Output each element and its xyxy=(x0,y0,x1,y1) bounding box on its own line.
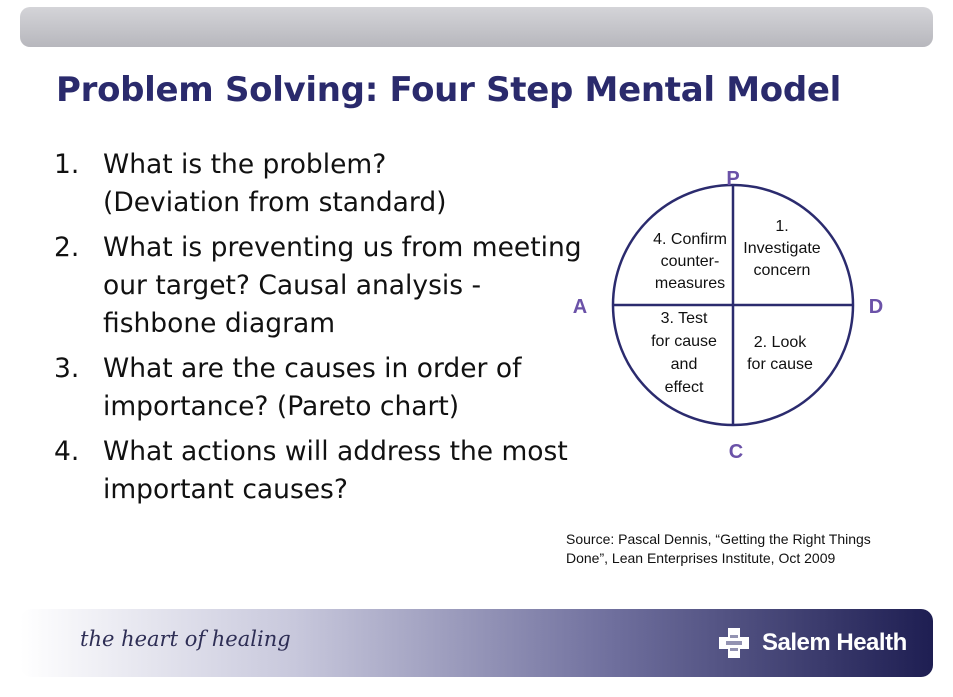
step-number: 2. xyxy=(54,232,80,263)
source-citation: Source: Pascal Dennis, “Getting the Righ… xyxy=(566,531,871,566)
steps-list: 1. What is the problem? (Deviation from … xyxy=(54,146,584,516)
letter-c: C xyxy=(729,441,743,463)
quadrant-3-line: effect xyxy=(665,379,704,396)
list-item: 2. What is preventing us from meeting ou… xyxy=(54,229,584,343)
quadrant-3-line: 3. Test xyxy=(661,310,708,327)
letter-p: P xyxy=(726,168,739,190)
footer-bar: the heart of healing Salem Health xyxy=(20,609,933,677)
list-item: 4. What actions will address the most im… xyxy=(54,433,584,509)
cross-logo-icon xyxy=(719,628,749,658)
quadrant-1-line: concern xyxy=(754,262,811,279)
step-number: 3. xyxy=(54,353,80,384)
step-number: 4. xyxy=(54,436,80,467)
letter-a: A xyxy=(573,296,587,318)
quadrant-2-line: for cause xyxy=(747,356,813,373)
salem-health-logo: Salem Health xyxy=(716,625,907,661)
slide-title: Problem Solving: Four Step Mental Model xyxy=(56,70,841,110)
step-number: 1. xyxy=(54,149,80,180)
letter-d: D xyxy=(869,296,883,318)
quadrant-1-line: 1. xyxy=(775,218,788,235)
quadrant-4-line: measures xyxy=(655,275,725,292)
quadrant-4-line: counter- xyxy=(661,253,720,270)
top-decorative-bar xyxy=(20,7,933,47)
quadrant-2-line: 2. Look xyxy=(754,334,807,351)
quadrant-3-line: for cause xyxy=(651,333,717,350)
quadrant-4-line: 4. Confirm xyxy=(653,231,727,248)
step-text: What are the causes in order of importan… xyxy=(103,353,522,422)
step-text: What is preventing us from meeting our t… xyxy=(103,232,582,339)
step-text: What actions will address the most impor… xyxy=(103,436,568,505)
brand-name: Salem Health xyxy=(762,629,907,656)
footer-tagline: the heart of healing xyxy=(80,627,291,651)
quadrant-1-line: Investigate xyxy=(743,240,820,257)
list-item: 3. What are the causes in order of impor… xyxy=(54,350,584,426)
pdca-diagram: P D C A 1. Investigate concern 2. Look f… xyxy=(573,168,883,463)
list-item: 1. What is the problem? (Deviation from … xyxy=(54,146,584,222)
step-text: What is the problem? (Deviation from sta… xyxy=(103,149,447,218)
quadrant-3-line: and xyxy=(671,356,698,373)
